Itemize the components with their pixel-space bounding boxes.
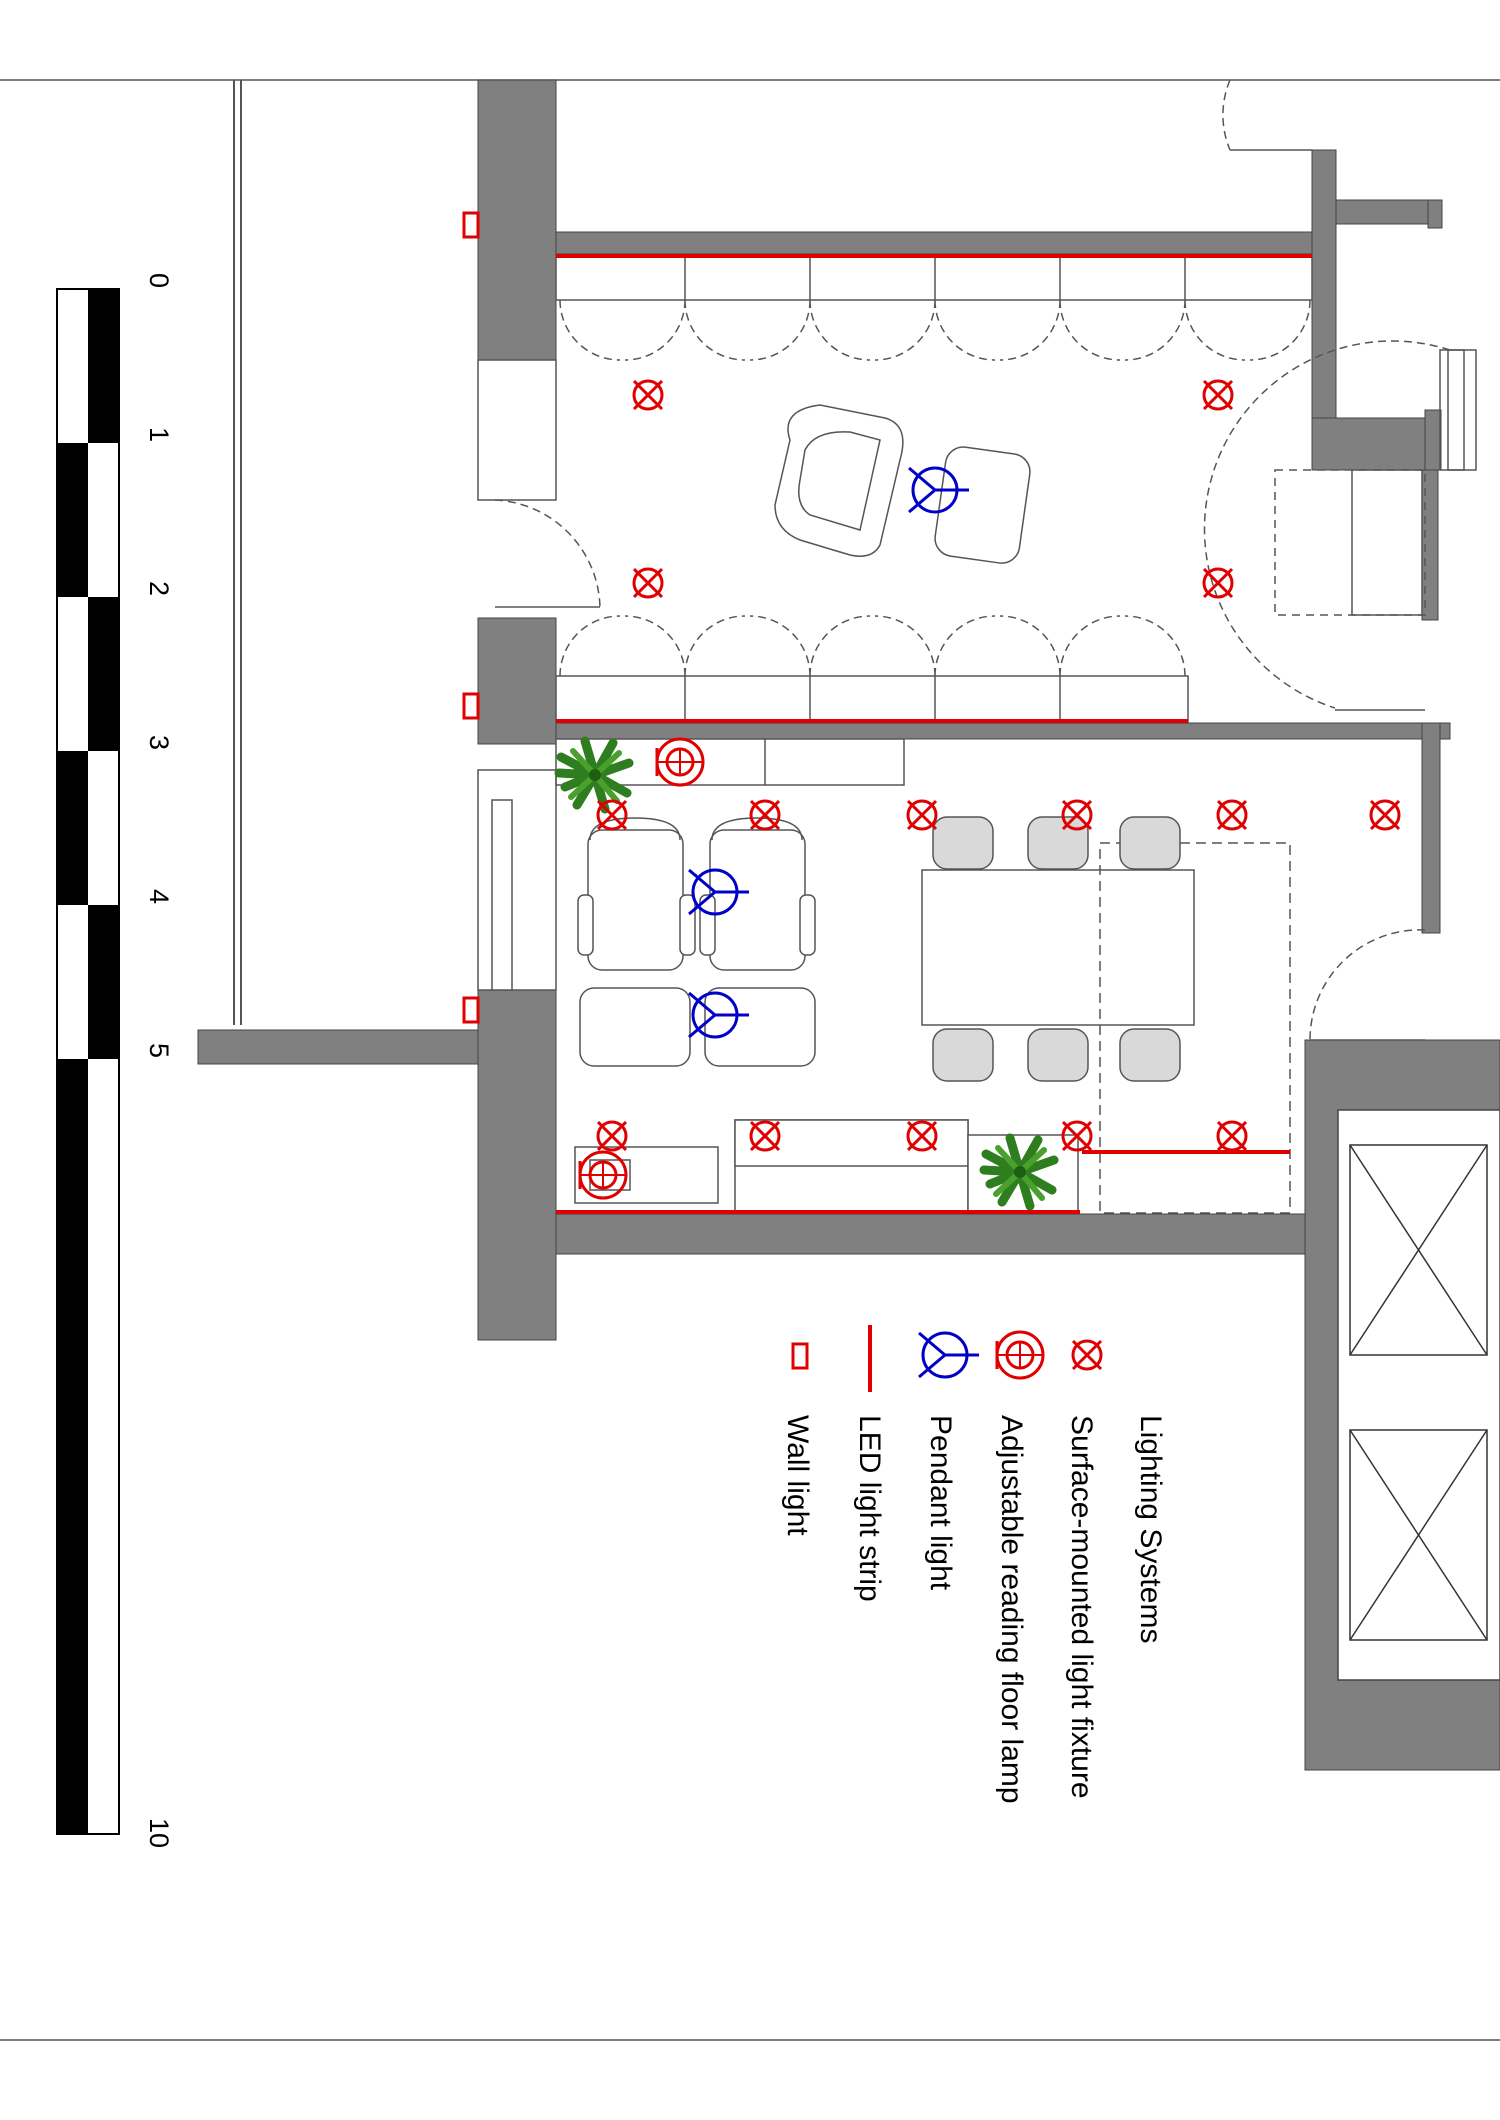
- scale-label-0: 0: [144, 273, 174, 289]
- wall-lights: [462, 211, 480, 1024]
- balcony-outline: [233, 80, 242, 1025]
- sofa-set: [577, 817, 816, 1067]
- legend-label-pendant: Pendant light: [924, 1415, 957, 1591]
- legend-title: Lighting Systems: [1134, 1415, 1167, 1644]
- legend-label-floor-lamp: Adjustable reading floor lamp: [995, 1415, 1028, 1804]
- scale-label-1: 1: [144, 427, 174, 443]
- legend-symbols: [791, 1325, 1103, 1392]
- doors: [494, 79, 1477, 1041]
- elevator-shafts: [1337, 1109, 1500, 1681]
- legend-label-wall-light: Wall light: [781, 1415, 814, 1536]
- scale-label-4: 4: [144, 889, 174, 905]
- wardrobe-bottom: [555, 615, 1189, 724]
- scale-bar: [56, 288, 120, 1835]
- scale-label-10: 10: [144, 1818, 174, 1849]
- armchair: [774, 404, 904, 557]
- windows: [477, 359, 557, 991]
- scale-label-3: 3: [144, 735, 174, 751]
- scale-label-5: 5: [144, 1043, 174, 1059]
- dining-table: [921, 842, 1291, 1214]
- walls: [197, 79, 1500, 1771]
- wardrobe-top: [555, 253, 1313, 361]
- legend-label-surface-mounted: Surface-mounted light fixture: [1065, 1415, 1098, 1799]
- closet: [1274, 469, 1426, 616]
- led-strips: [556, 254, 1312, 1214]
- ottoman: [934, 446, 1031, 564]
- shelf-unit: [555, 738, 905, 786]
- scale-label-2: 2: [144, 581, 174, 597]
- legend-label-led-strip: LED light strip: [853, 1415, 886, 1602]
